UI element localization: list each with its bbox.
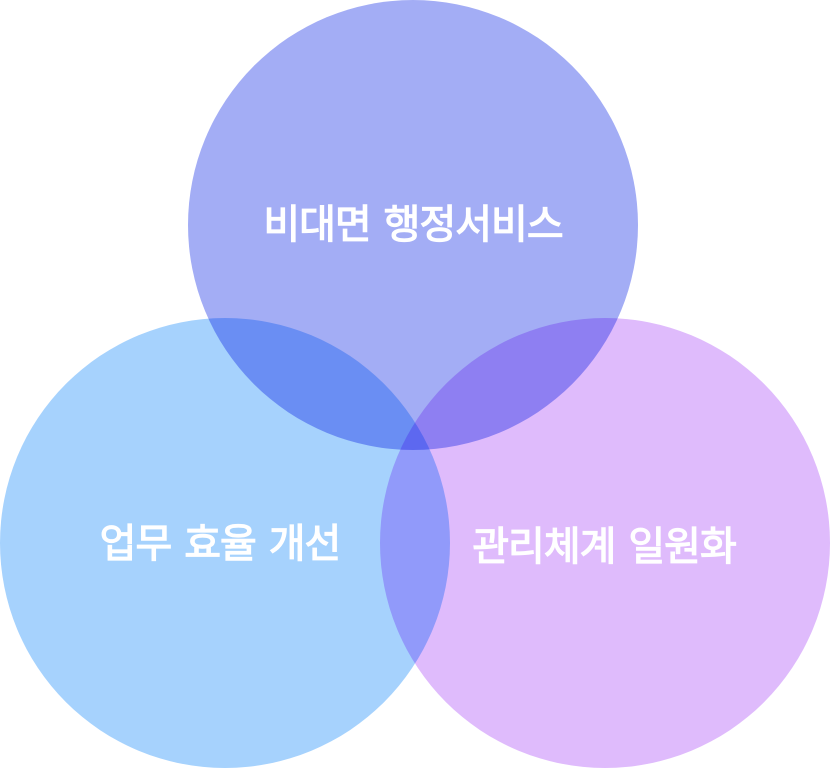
label-top: 비대면 행정서비스 [263, 202, 563, 248]
circle-left [0, 318, 450, 768]
label-right: 관리체계 일원화 [472, 524, 737, 570]
label-left: 업무 효율 개선 [100, 521, 341, 567]
venn-labels: 비대면 행정서비스 업무 효율 개선 관리체계 일원화 [100, 202, 738, 570]
circle-right [380, 318, 830, 768]
